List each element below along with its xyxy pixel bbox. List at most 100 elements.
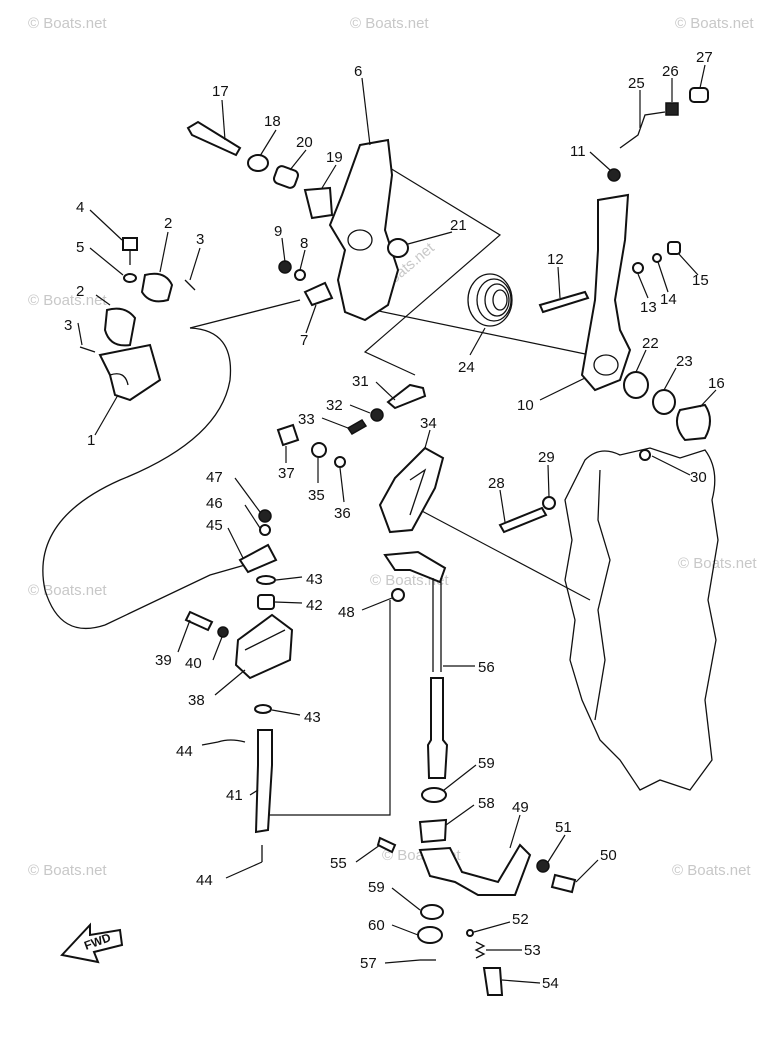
part-26-nut <box>665 102 679 116</box>
watermark: © Boats.net <box>672 862 751 879</box>
callout-label: 48 <box>338 604 355 621</box>
callout-label: 21 <box>450 217 467 234</box>
callout-label: 50 <box>600 847 617 864</box>
part-39-bolt <box>184 610 214 632</box>
part-1-cable-bracket <box>98 343 162 402</box>
callout-label: 37 <box>278 465 295 482</box>
part-32-nut <box>370 408 384 422</box>
part-43-washer <box>254 704 272 714</box>
callout-label: 31 <box>352 373 369 390</box>
part-24-spring <box>467 273 513 327</box>
part-7-cable-joint <box>303 281 334 307</box>
part-8-nut <box>294 269 306 281</box>
callout-label: 17 <box>212 83 229 100</box>
callout-label: 57 <box>360 955 377 972</box>
part-28-bolt <box>498 506 548 534</box>
callout-label: 52 <box>512 911 529 928</box>
part-47-nut <box>258 509 272 523</box>
part-2-clamp-lower <box>103 307 137 347</box>
callout-label: 42 <box>306 597 323 614</box>
part-20-collar <box>272 165 300 189</box>
callout-label: 8 <box>300 235 308 252</box>
callout-label: 3 <box>196 231 204 248</box>
callout-label: 9 <box>274 223 282 240</box>
callout-label: 43 <box>306 571 323 588</box>
callout-label: 60 <box>368 917 385 934</box>
callout-label: 23 <box>676 353 693 370</box>
part-2-clamp-upper <box>140 272 174 303</box>
callout-label: 11 <box>570 143 586 160</box>
part-16-collar <box>675 403 711 442</box>
part-33-screw <box>346 419 368 435</box>
callout-label: 47 <box>206 469 223 486</box>
part-14-washer <box>652 253 662 263</box>
engine-block-detail <box>594 469 611 721</box>
callout-label: 45 <box>206 517 223 534</box>
callout-label: 24 <box>458 359 475 376</box>
part-46-washer <box>259 524 271 536</box>
part-45-cable-joint <box>238 543 278 574</box>
callout-label: 26 <box>662 63 679 80</box>
part-29-nut <box>542 496 556 510</box>
callout-label: 15 <box>692 272 709 289</box>
part-21-collar <box>387 238 409 258</box>
part-3-screw <box>184 279 196 291</box>
callout-label: 58 <box>478 795 495 812</box>
watermark-layer: © Boats.net © Boats.net © Boats.net © Bo… <box>28 15 757 879</box>
part-42-collar <box>257 594 275 610</box>
part-59-grommet <box>420 904 444 920</box>
part-54-plug <box>482 967 504 996</box>
callout-label: 59 <box>478 755 495 772</box>
callout-label: 56 <box>478 659 495 676</box>
part-34-throttle-cam <box>378 446 445 534</box>
callout-label: 19 <box>326 149 343 166</box>
callout-label: 55 <box>330 855 347 872</box>
callout-label: 44 <box>196 872 213 889</box>
part-25-link-rod <box>619 111 666 149</box>
watermark: © Boats.net <box>28 862 107 879</box>
callout-label: 40 <box>185 655 202 672</box>
part-37-bolt <box>276 423 300 447</box>
part-17-bolt <box>186 120 242 157</box>
part-9-nut <box>278 260 292 274</box>
part-51-nut <box>536 859 550 873</box>
part-59-grommet <box>421 787 447 803</box>
connector-lines <box>265 164 591 816</box>
part-56-shift-rod-upper <box>383 550 447 584</box>
callout-label: 30 <box>690 469 707 486</box>
part-27-joint <box>689 87 709 103</box>
callout-label: 25 <box>628 75 645 92</box>
callout-label: 18 <box>264 113 281 130</box>
part-30-nut <box>639 449 651 461</box>
callout-label: 2 <box>76 283 84 300</box>
throttle-cable <box>42 327 232 630</box>
callout-label: 13 <box>640 299 657 316</box>
part-10-lever <box>580 193 632 392</box>
callout-label: 29 <box>538 449 555 466</box>
cable-rod-top <box>189 299 301 329</box>
part-11-nut <box>607 168 621 182</box>
fwd-arrow-icon: FWD <box>60 922 124 964</box>
callout-labels: 1 2 2 3 3 4 5 6 7 8 9 10 11 12 13 14 15 … <box>64 49 725 992</box>
callout-label: 1 <box>87 432 95 449</box>
part-31-bolt <box>386 383 427 410</box>
part-50-bolt <box>550 873 577 894</box>
part-35-collar <box>311 442 327 458</box>
callout-label: 20 <box>296 134 313 151</box>
callout-label: 10 <box>517 397 534 414</box>
callout-label: 7 <box>300 332 308 349</box>
watermark: © Boats.net <box>28 292 107 309</box>
part-40-washer <box>217 626 229 638</box>
watermark: © Boats.net <box>678 555 757 572</box>
part-13-nut <box>632 262 644 274</box>
part-38-control-bracket <box>234 613 294 680</box>
part-49-shift-arm <box>418 843 532 896</box>
callout-label: 22 <box>642 335 659 352</box>
part-12-bolt <box>538 290 590 314</box>
part-55-screw <box>376 836 397 854</box>
part-43-washer <box>256 575 276 585</box>
part-60-grommet <box>417 926 443 944</box>
watermark: © Boats.net <box>350 15 429 32</box>
engine-block-outline <box>564 447 719 791</box>
